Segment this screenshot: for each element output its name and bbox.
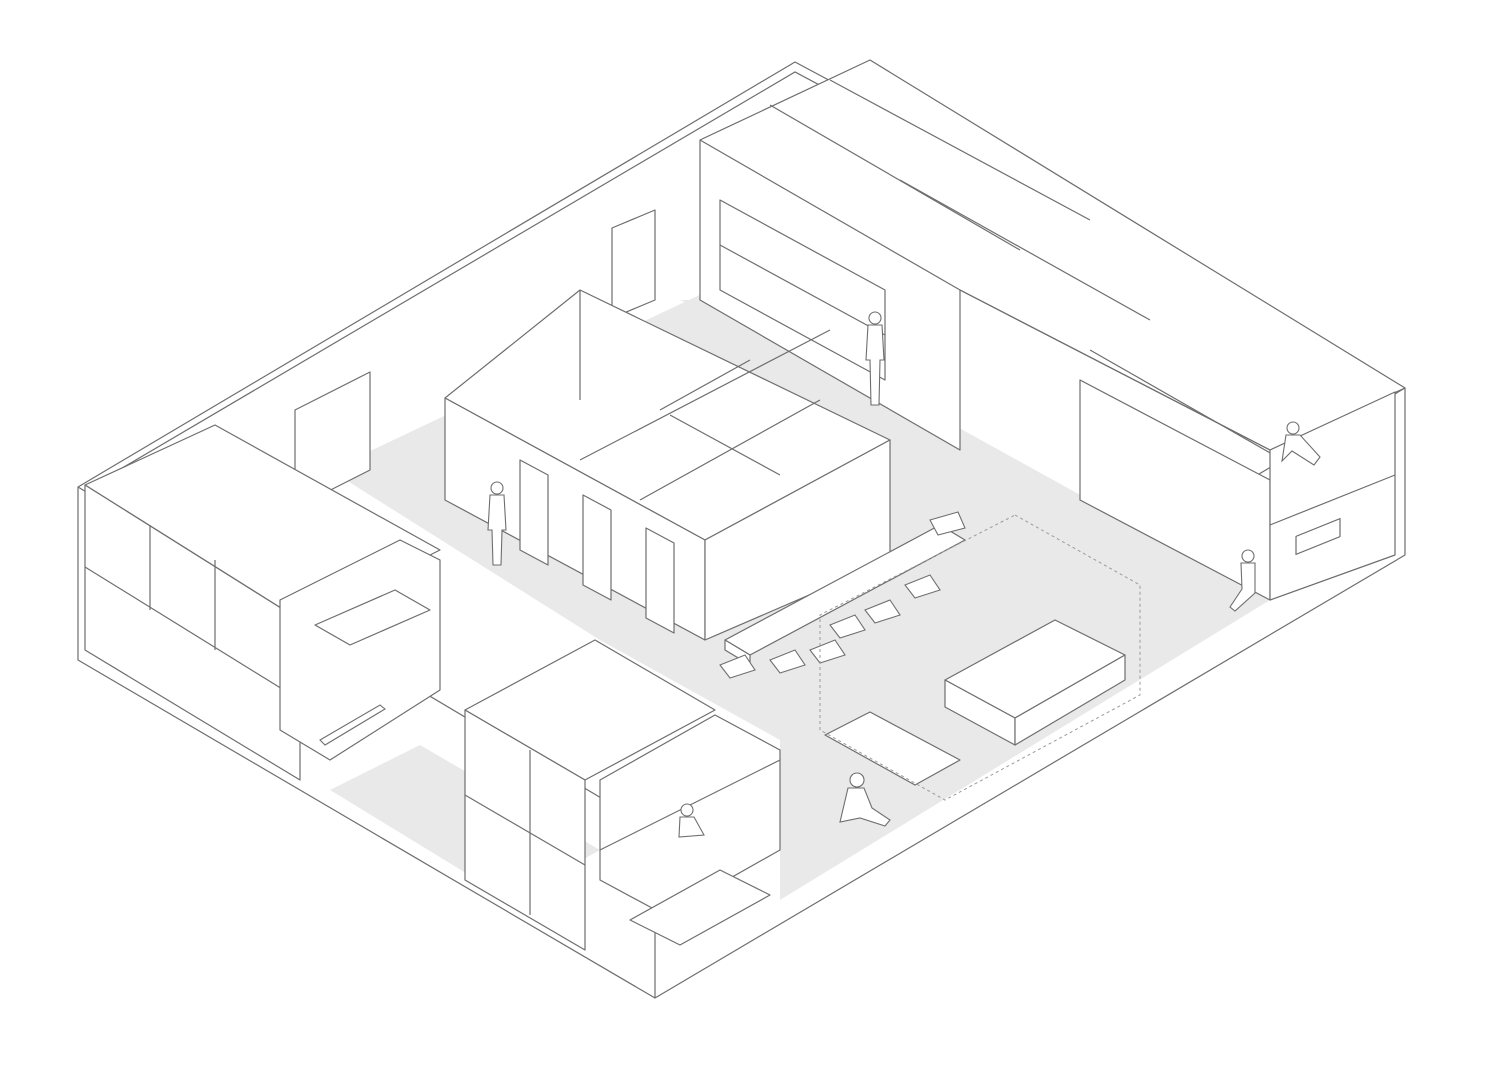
low-platform (819, 514, 1141, 801)
person-sitting-icon (839, 772, 891, 827)
person-sitting-icon (678, 803, 705, 838)
bunk-bed (314, 589, 431, 646)
person-lying-icon (319, 704, 386, 746)
person-standing-icon (865, 311, 885, 406)
door (645, 527, 675, 634)
door (582, 494, 612, 601)
person-sitting-icon (1281, 421, 1321, 466)
door (519, 459, 549, 566)
central-room-block (444, 289, 891, 641)
dining-table (719, 511, 966, 679)
people (319, 311, 1321, 838)
person-standing-icon (487, 481, 507, 566)
person-sitting-icon (1229, 549, 1256, 612)
bed (629, 869, 771, 946)
door (611, 209, 656, 319)
